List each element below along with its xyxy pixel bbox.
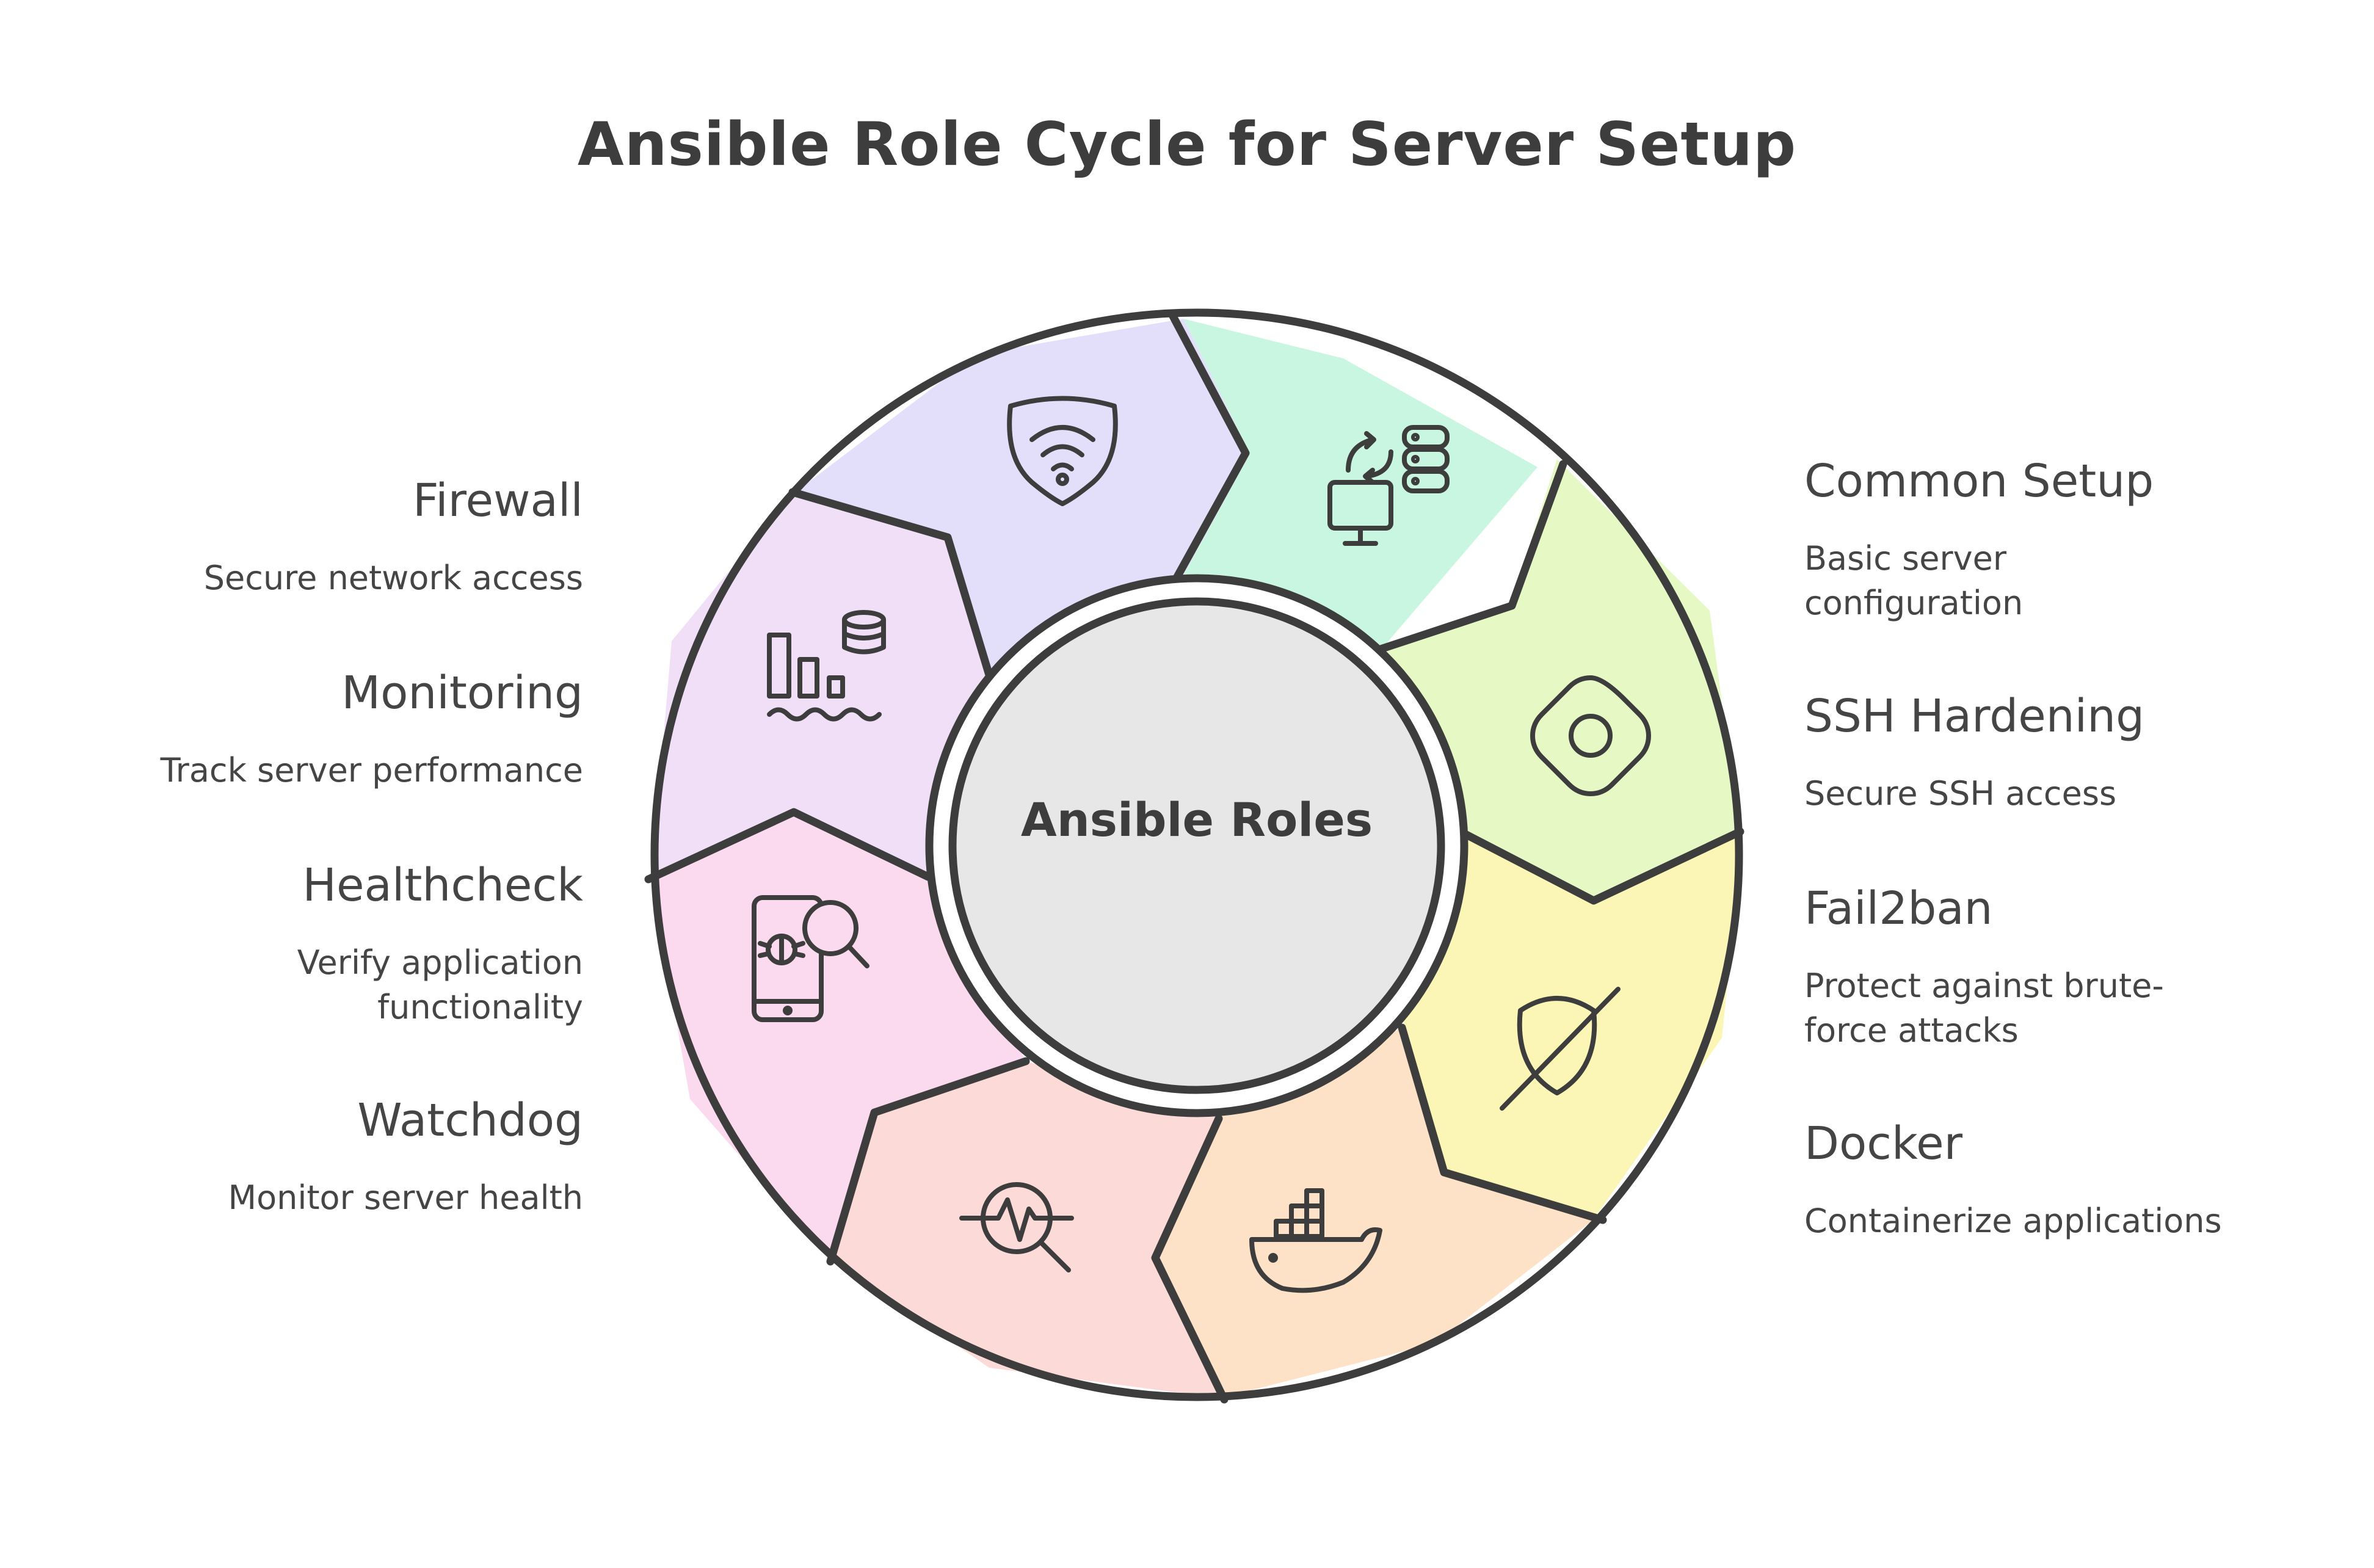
ring-target-icon [1530, 675, 1651, 796]
label-healthcheck: Healthcheck Verify application functiona… [0, 859, 583, 1030]
separator-firewall-common [1165, 311, 1250, 595]
label-fail2ban-description: Protect against brute- force attacks [1804, 967, 2164, 1050]
bar-chart-database-icon [767, 610, 886, 722]
segment-common-setup [1175, 319, 1537, 655]
segment-fills [652, 319, 1743, 1398]
separator-docker-watchdog [1151, 1114, 1229, 1404]
shield-off-icon [1500, 987, 1621, 1111]
label-common-setup-description: Basic server configuration [1804, 539, 2024, 623]
segment-fail2ban [1403, 830, 1743, 1216]
label-ssh-hardening-title: SSH Hardening [1804, 690, 2145, 742]
label-watchdog-description: Monitor server health [228, 1178, 583, 1218]
label-firewall-title: Firewall [412, 474, 583, 527]
segment-separators [644, 311, 1744, 1404]
label-ssh-hardening-description: Secure SSH access [1804, 774, 2117, 813]
separator-healthcheck-monitoring [644, 808, 932, 884]
segment-watchdog [830, 1061, 1221, 1398]
segment-docker [1157, 1028, 1595, 1397]
hub-inner-circle [948, 597, 1445, 1094]
label-monitoring: Monitoring Track server performance [0, 667, 583, 793]
label-healthcheck-description: Verify application functionality [297, 943, 583, 1027]
label-monitoring-description: Track server performance [160, 751, 583, 790]
mobile-bug-search-icon [752, 895, 869, 1022]
label-fail2ban: Fail2ban Protect against brute- force at… [1804, 884, 2374, 1053]
hub-label: Ansible Roles [1021, 793, 1373, 847]
separator-monitoring-firewall [788, 488, 995, 683]
icons [752, 396, 1651, 1293]
label-ssh-hardening: SSH Hardening Secure SSH access [1804, 690, 2374, 816]
separator-watchdog-healthcheck [826, 1057, 1030, 1266]
label-common-setup: Common Setup Basic server configuration [1804, 455, 2374, 626]
separator-ssh-fail2ban [1456, 827, 1744, 905]
wifi-shield-icon [1007, 396, 1118, 506]
label-docker-description: Containerize applications [1804, 1202, 2222, 1241]
pulse-magnifier-icon [959, 1182, 1074, 1272]
label-docker-title: Docker [1804, 1117, 1963, 1170]
docker-whale-icon [1249, 1188, 1382, 1293]
label-healthcheck-title: Healthcheck [302, 859, 583, 912]
label-monitoring-title: Monitoring [341, 667, 583, 719]
label-fail2ban-title: Fail2ban [1804, 882, 1993, 935]
segment-healthcheck [652, 813, 1026, 1259]
server-transfer-icon [1327, 425, 1450, 546]
separator-common-ssh [1363, 460, 1567, 658]
outer-ring [650, 308, 1743, 1401]
segment-ssh-hardening [1374, 459, 1739, 898]
label-firewall: Firewall Secure network access [0, 476, 583, 601]
label-common-setup-title: Common Setup [1804, 455, 2154, 507]
separator-fail2ban-docker [1398, 1023, 1607, 1224]
segment-monitoring [652, 495, 989, 877]
label-watchdog: Watchdog Monitor server health [0, 1094, 583, 1221]
diagram-title: Ansible Role Cycle for Server Setup [577, 110, 1797, 180]
label-watchdog-title: Watchdog [357, 1094, 583, 1147]
label-firewall-description: Secure network access [203, 559, 583, 598]
label-docker: Docker Containerize applications [1804, 1119, 2374, 1244]
